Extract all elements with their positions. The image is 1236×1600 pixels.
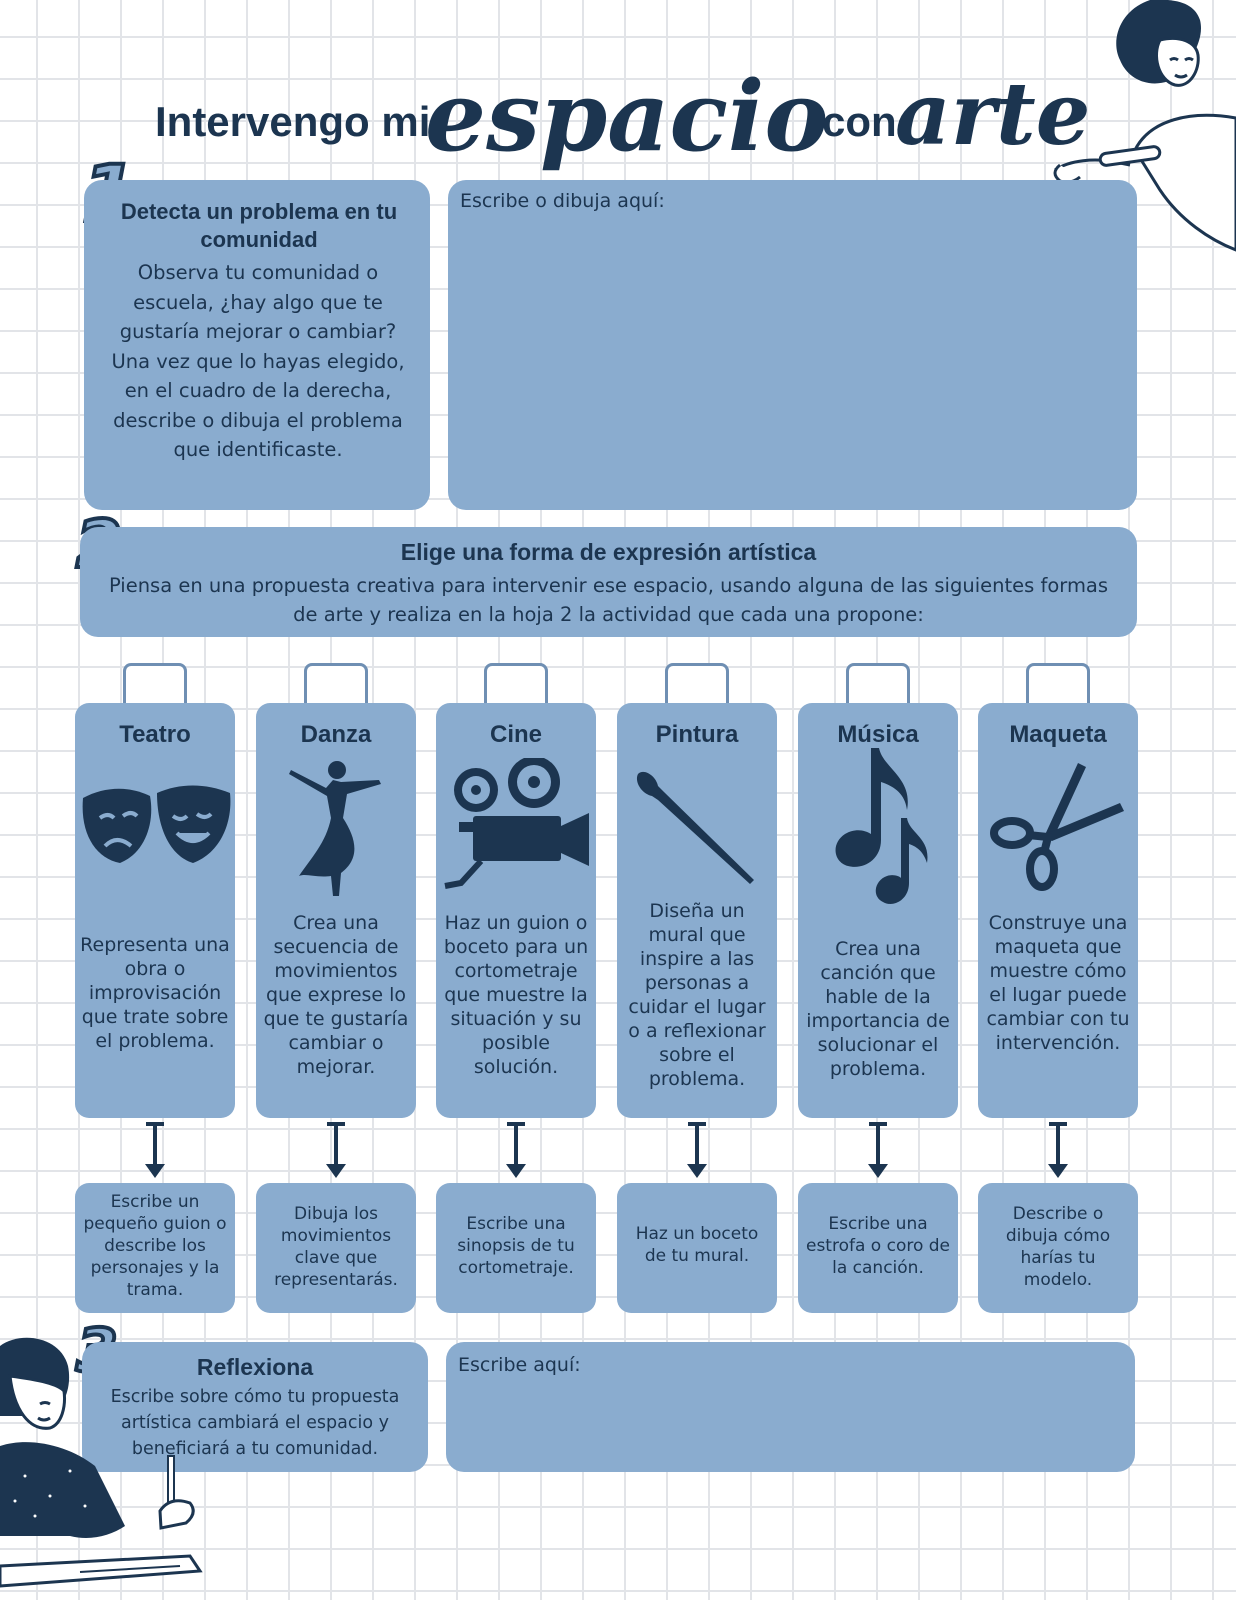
option-title-4: Pintura [655, 721, 739, 748]
step-3-text: Escribe sobre cómo tu propuesta artístic… [110, 1387, 400, 1459]
step-2-instructions: Elige una forma de expresión artística P… [80, 527, 1137, 637]
down-arrow-icon [506, 1122, 526, 1178]
step-3-heading: Reflexiona [196, 1354, 314, 1380]
down-arrow-icon [868, 1122, 888, 1178]
step-2-text: Piensa en una propuesta creativa para in… [108, 574, 1109, 626]
woman-painting-illustration [1053, 0, 1236, 259]
down-arrow-icon [145, 1122, 165, 1178]
option-task-text-3: Escribe una sinopsis de tu cortometraje. [457, 1214, 575, 1278]
option-task-card-6[interactable]: Describe o dibuja cómo harías tu modelo. [978, 1183, 1138, 1313]
step-1-answer-area[interactable]: Escribe o dibuja aquí: [448, 180, 1137, 510]
option-description-1: Representa una obra o improvisación que … [80, 934, 230, 1052]
step-3-answer-label: Escribe aquí: [458, 1354, 581, 1376]
option-task-text-1: Escribe un pequeño guion o describe los … [83, 1192, 227, 1300]
title-part-1: Intervengo mi [155, 98, 431, 145]
step-1-heading: Detecta un problema en tu comunidad [120, 199, 398, 252]
step-1-text: Observa tu comunidad o escuela, ¿hay alg… [111, 261, 405, 461]
option-task-text-6: Describe o dibuja cómo harías tu modelo. [1005, 1204, 1111, 1290]
film-camera-icon [436, 753, 596, 903]
music-note-icon [798, 748, 958, 904]
dancer-icon [256, 753, 416, 903]
option-description-4: Diseña un mural que inspire a las person… [628, 900, 766, 1090]
step-1-answer-label: Escribe o dibuja aquí: [460, 190, 665, 212]
down-arrow-icon [1048, 1122, 1068, 1178]
step-2-heading: Elige una forma de expresión artística [400, 539, 817, 565]
page-title: Intervengo mi espacio con arte [150, 60, 1090, 180]
down-arrow-icon [326, 1122, 346, 1178]
option-task-text-2: Dibuja los movimientos clave que represe… [274, 1204, 398, 1290]
option-description-5: Crea una canción que hable de la importa… [806, 938, 950, 1080]
option-task-card-2[interactable]: Dibuja los movimientos clave que represe… [256, 1183, 416, 1313]
title-part-4: arte [895, 64, 1091, 165]
boy-writing-illustration [0, 1337, 203, 1588]
paintbrush-icon [617, 753, 777, 903]
option-task-text-4: Haz un boceto de tu mural. [635, 1224, 759, 1266]
option-title-2: Danza [300, 721, 372, 748]
title-part-3: con [822, 98, 897, 145]
option-description-2: Crea una secuencia de movimientos que ex… [263, 912, 409, 1078]
option-title-6: Maqueta [1009, 721, 1107, 748]
step-3-answer-area[interactable]: Escribe aquí: [446, 1342, 1135, 1472]
option-title-3: Cine [489, 721, 542, 748]
scissors-icon [978, 753, 1138, 903]
option-task-card-3[interactable]: Escribe una sinopsis de tu cortometraje. [436, 1183, 596, 1313]
down-arrow-icon [687, 1122, 707, 1178]
option-title-5: Música [837, 721, 919, 748]
option-task-card-1[interactable]: Escribe un pequeño guion o describe los … [75, 1183, 235, 1313]
step-1-instructions: Detecta un problema en tu comunidad Obse… [84, 180, 430, 510]
option-description-3: Haz un guion o boceto para un cortometra… [443, 912, 589, 1078]
option-title-1: Teatro [119, 721, 191, 748]
theater-masks-icon [75, 753, 235, 903]
step-3-instructions: Reflexiona Escribe sobre cómo tu propues… [82, 1342, 428, 1472]
option-task-text-5: Escribe una estrofa o coro de la canción… [805, 1214, 951, 1278]
option-task-card-5[interactable]: Escribe una estrofa o coro de la canción… [798, 1183, 958, 1313]
option-description-6: Construye una maqueta que muestre cómo e… [986, 912, 1130, 1054]
title-part-2: espacio [425, 60, 829, 173]
option-task-card-4[interactable]: Haz un boceto de tu mural. [617, 1183, 777, 1313]
